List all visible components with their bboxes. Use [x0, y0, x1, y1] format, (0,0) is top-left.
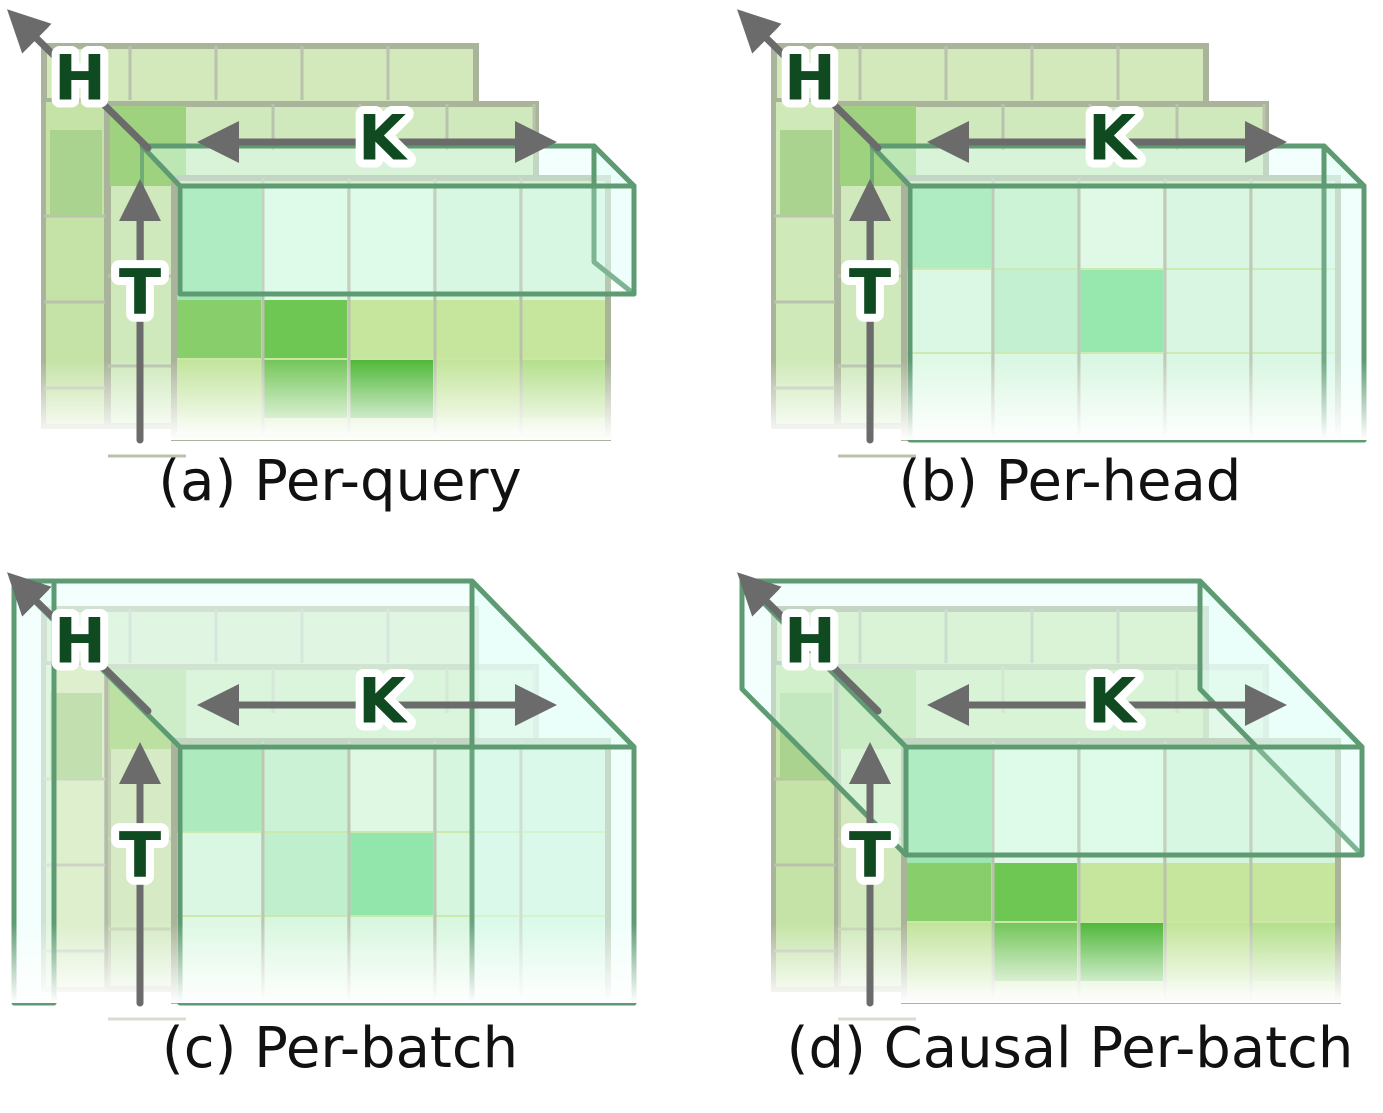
panel-per-head: H K T (b) Per-head — [730, 0, 1383, 540]
bottom-fade — [0, 360, 680, 440]
back-cell — [50, 130, 102, 216]
attention-cell — [907, 749, 991, 863]
attention-cell — [435, 300, 519, 358]
axes: H K T — [7, 9, 557, 444]
attention-cell — [1165, 863, 1249, 921]
attention-cell — [349, 186, 433, 300]
attention-cell — [907, 186, 991, 268]
attention-cell — [263, 833, 347, 915]
head-axis-arrow — [737, 572, 882, 715]
panel-caption: (c) Per-batch — [161, 1016, 519, 1081]
head-axis-label: H — [784, 605, 836, 678]
panel-per-query: H K T (a) Per-query — [0, 0, 680, 540]
attention-cell — [907, 863, 991, 921]
head-axis-label: H — [54, 42, 106, 115]
attention-cell — [1251, 749, 1335, 863]
attention-cell — [435, 833, 519, 915]
time-axis-label: T — [119, 819, 161, 892]
panel-caption: (d) Causal Per-batch — [786, 1016, 1354, 1081]
attention-cell — [1079, 863, 1163, 921]
attention-cell — [1251, 863, 1335, 921]
panel-caption: (a) Per-query — [158, 449, 522, 514]
attention-tensor-diagram: H K T — [0, 9, 680, 458]
bottom-fade — [730, 923, 1383, 1003]
attention-cell — [907, 270, 991, 352]
attention-cell — [263, 749, 347, 831]
attention-cell — [177, 186, 261, 300]
attention-cell — [993, 863, 1077, 921]
head-axis-arrow — [737, 9, 882, 152]
attention-cell — [993, 186, 1077, 268]
back-cell — [50, 693, 102, 779]
attention-cell — [1165, 186, 1249, 268]
attention-cell — [177, 749, 261, 831]
attention-cell — [1079, 270, 1163, 352]
attention-cell — [177, 833, 261, 915]
attention-cell — [263, 186, 347, 300]
attention-cell — [1251, 270, 1335, 352]
attention-tensor-diagram: H K T — [0, 572, 680, 1021]
back-cell — [780, 130, 832, 216]
box-front-face — [903, 744, 1365, 858]
box-front-face — [177, 183, 637, 297]
attention-cell — [521, 833, 605, 915]
panel-per-batch: H K T (c) Per-batch — [0, 563, 680, 1103]
key-axis-label: K — [1088, 102, 1138, 175]
attention-cell — [435, 186, 519, 300]
head-axis-label: H — [54, 605, 106, 678]
key-axis-label: K — [358, 102, 408, 175]
attention-cell — [1165, 270, 1249, 352]
attention-cell — [521, 749, 605, 831]
attention-cell — [435, 749, 519, 831]
attention-cell — [1251, 186, 1335, 268]
axes: H K T — [737, 572, 1287, 1007]
attention-cell — [177, 300, 261, 358]
key-axis-label: K — [358, 665, 408, 738]
time-axis-label: T — [119, 256, 161, 329]
axes: H K T — [737, 9, 1287, 444]
key-axis-label: K — [1088, 665, 1138, 738]
attention-cell — [349, 749, 433, 831]
attention-cell — [263, 300, 347, 358]
bottom-fade — [730, 360, 1383, 440]
attention-cell — [521, 300, 605, 358]
attention-tensor-diagram: H K T — [730, 572, 1383, 1021]
attention-cell — [521, 186, 605, 300]
attention-cell — [993, 749, 1077, 863]
attention-cell — [349, 833, 433, 915]
attention-cell — [1165, 749, 1249, 863]
attention-cell — [349, 300, 433, 358]
bottom-fade — [0, 923, 680, 1003]
panel-causal-per-batch: H K T (d) Causal Per-batch — [730, 563, 1383, 1103]
axes: H K T — [7, 572, 557, 1007]
time-axis-label: T — [849, 819, 891, 892]
attention-cell — [993, 270, 1077, 352]
attention-cell — [1079, 186, 1163, 268]
attention-cell — [1079, 749, 1163, 863]
head-axis-arrow — [7, 572, 152, 715]
head-axis-arrow — [7, 9, 152, 152]
attention-tensor-diagram: H K T — [730, 9, 1383, 458]
time-axis-label: T — [849, 256, 891, 329]
head-axis-label: H — [784, 42, 836, 115]
panel-caption: (b) Per-head — [898, 449, 1242, 514]
